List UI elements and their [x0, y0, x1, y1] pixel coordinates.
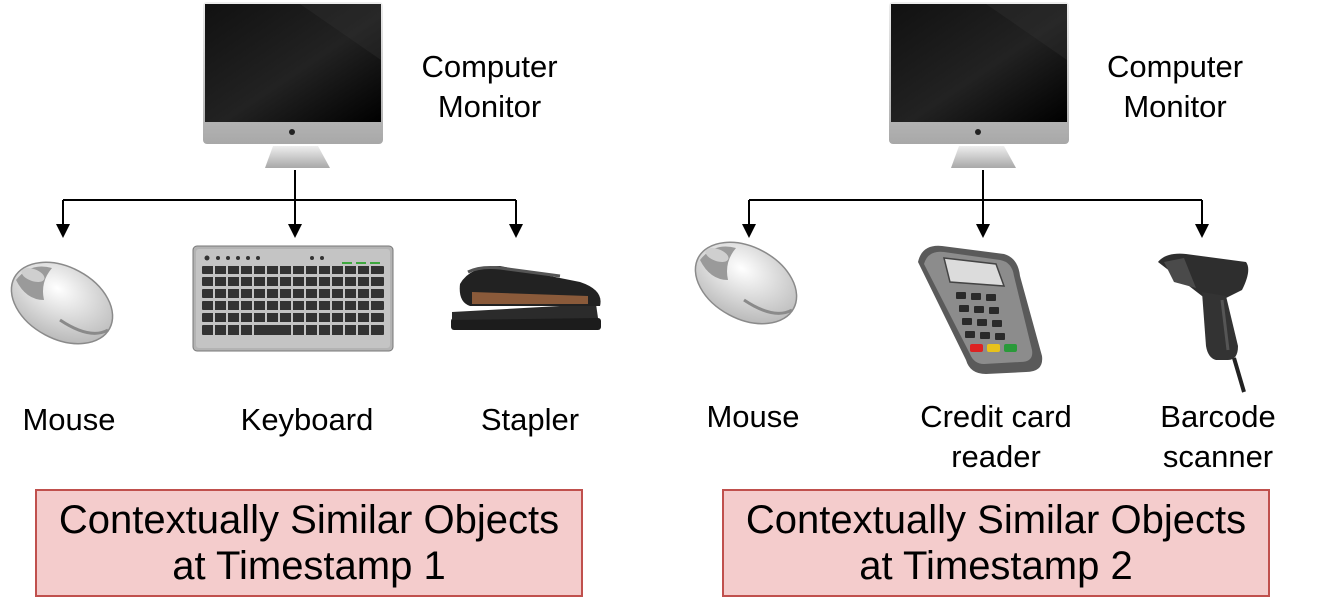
monitor-label: Computer Monitor — [413, 47, 566, 127]
connector-lines — [62, 170, 517, 228]
stapler-icon — [451, 266, 601, 330]
mouse-icon — [10, 261, 114, 345]
connector-arrowheads — [56, 224, 523, 238]
mouse-label: Mouse — [5, 400, 133, 440]
mouse-label-line-1: Mouse — [706, 399, 800, 434]
barcode-scanner-label-line-2: scanner — [1162, 439, 1274, 474]
monitor-label: Computer Monitor — [1100, 47, 1250, 127]
computer-monitor-icon — [889, 2, 1069, 168]
barcode-scanner-label: Barcode scanner — [1148, 397, 1288, 477]
diagram-panel-timestamp-1: Computer Monitor Mouse Keyboard Stapler … — [0, 0, 664, 605]
credit-card-reader-label-line-2: reader — [951, 439, 1041, 474]
mouse-label: Mouse — [689, 397, 817, 437]
monitor-label-line-1: Computer — [421, 49, 558, 84]
keyboard-icon — [192, 245, 394, 352]
stapler-label-line-1: Stapler — [480, 402, 580, 437]
barcode-scanner-icon — [1158, 253, 1249, 393]
caption-line-2: at Timestamp 1 — [172, 544, 446, 588]
barcode-scanner-label-line-1: Barcode — [1160, 399, 1276, 434]
monitor-label-line-1: Computer — [1106, 49, 1244, 84]
caption-timestamp-1: Contextually Similar Objects at Timestam… — [35, 489, 583, 597]
connector-lines — [748, 170, 1203, 228]
credit-card-reader-label: Credit card reader — [906, 397, 1086, 477]
credit-card-reader-icon — [918, 245, 1043, 374]
diagram-art — [694, 2, 1249, 393]
caption-timestamp-2: Contextually Similar Objects at Timestam… — [722, 489, 1270, 597]
caption-line-2: at Timestamp 2 — [859, 544, 1133, 588]
diagram-panel-timestamp-2: Computer Monitor Mouse Credit card reade… — [686, 0, 1329, 605]
keyboard-label-line-1: Keyboard — [240, 402, 374, 437]
caption-line-1: Contextually Similar Objects — [745, 498, 1247, 542]
keyboard-label: Keyboard — [223, 400, 391, 440]
connector-arrowheads — [742, 224, 1209, 238]
credit-card-reader-label-line-1: Credit card — [920, 399, 1072, 434]
computer-monitor-icon — [203, 2, 383, 168]
mouse-label-line-1: Mouse — [22, 402, 116, 437]
diagram-art — [10, 2, 601, 352]
mouse-icon — [694, 241, 798, 325]
monitor-label-line-2: Monitor — [1123, 89, 1227, 124]
monitor-label-line-2: Monitor — [437, 89, 542, 124]
caption-line-1: Contextually Similar Objects — [58, 498, 560, 542]
stapler-label: Stapler — [466, 400, 594, 440]
